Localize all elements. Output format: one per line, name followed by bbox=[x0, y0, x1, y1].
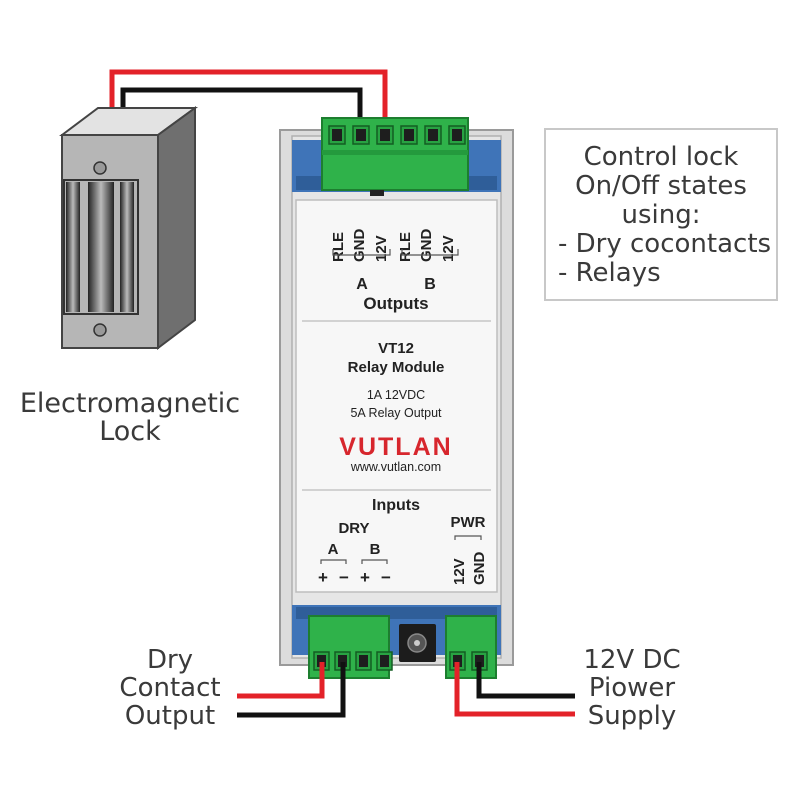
dry-red-wire bbox=[237, 662, 325, 699]
power-terminal-screws bbox=[449, 651, 488, 671]
note-line: Control lock bbox=[584, 142, 739, 172]
lock-core-mid bbox=[88, 182, 114, 312]
terminal-screw-hole bbox=[338, 655, 347, 667]
lock-red-wire bbox=[109, 69, 388, 140]
power-wires bbox=[454, 662, 575, 717]
terminal-ridge bbox=[322, 150, 468, 155]
output-terminal-tab bbox=[370, 190, 384, 196]
terminal-screw-hole bbox=[380, 129, 390, 141]
bracket-output-b bbox=[401, 249, 459, 256]
output-group-a: A bbox=[356, 276, 368, 293]
model-name: Relay Module bbox=[348, 359, 445, 376]
input-sign: + bbox=[318, 568, 328, 587]
lock-core-left bbox=[66, 182, 80, 312]
spec-line-2: 5A Relay Output bbox=[350, 406, 442, 420]
bracket-input-b bbox=[361, 559, 388, 564]
inputs-title: Inputs bbox=[372, 497, 420, 514]
power-label-line3: Supply bbox=[588, 701, 677, 731]
terminal-screw-hole bbox=[359, 655, 368, 667]
terminal-screw-hole bbox=[452, 129, 462, 141]
pwr-pin-12v: 12V bbox=[451, 558, 468, 585]
input-sign: − bbox=[381, 568, 391, 587]
terminal-screw-hole bbox=[475, 655, 484, 667]
power-red-wire bbox=[454, 662, 575, 717]
output-pin-label: GND bbox=[418, 229, 435, 263]
brand-url: www.vutlan.com bbox=[350, 460, 441, 474]
input-group-a: A bbox=[328, 541, 339, 558]
terminal-screw-hole bbox=[380, 655, 389, 667]
dry-label: DRY bbox=[338, 520, 369, 537]
output-pin-label: 12V bbox=[373, 235, 390, 262]
dc-jack-pin bbox=[414, 640, 420, 646]
lock-bottom-screw bbox=[93, 323, 107, 337]
output-pin-label: 12V bbox=[440, 235, 457, 262]
input-group-b: B bbox=[370, 541, 381, 558]
terminal-screw-hole bbox=[428, 129, 438, 141]
dry-label-line3: Output bbox=[125, 701, 215, 731]
dry-black-wire bbox=[237, 662, 346, 718]
output-terminal-screws bbox=[328, 125, 466, 145]
electromagnetic-lock bbox=[59, 106, 199, 351]
note-frame bbox=[544, 128, 778, 301]
model-number: VT12 bbox=[378, 340, 414, 357]
spec-line-1: 1A 12VDC bbox=[367, 388, 425, 402]
note-line: - Relays bbox=[558, 258, 661, 288]
power-label-line2: Piower bbox=[589, 673, 675, 703]
output-pin-label: RLE bbox=[330, 232, 347, 262]
output-pin-label: GND bbox=[351, 229, 368, 263]
terminal-screw-hole bbox=[356, 129, 366, 141]
label-panel bbox=[295, 199, 498, 593]
terminal-screw-hole bbox=[453, 655, 462, 667]
bracket-pwr bbox=[454, 535, 482, 540]
input-terminal-screws bbox=[313, 651, 393, 671]
power-black-wire bbox=[476, 662, 575, 699]
dry-contact-wires bbox=[237, 662, 346, 718]
lock-core-right bbox=[120, 182, 134, 312]
lock-side-face bbox=[157, 106, 196, 351]
pwr-pin-gnd: GND bbox=[471, 552, 488, 586]
note-line: On/Off states bbox=[575, 171, 747, 201]
terminal-screw-hole bbox=[404, 129, 414, 141]
note-box: Control lock On/Off states using: - Dry … bbox=[544, 128, 778, 301]
lock-top-screw bbox=[93, 161, 107, 175]
brand-logo: VUTLAN bbox=[339, 433, 452, 461]
lock-label-line1: Electromagnetic bbox=[20, 388, 240, 419]
bracket-input-a bbox=[320, 559, 347, 564]
input-sign: + bbox=[360, 568, 370, 587]
output-group-b: B bbox=[424, 276, 436, 293]
power-label-line1: 12V DC bbox=[583, 645, 680, 675]
dry-label-line2: Contact bbox=[119, 673, 220, 703]
note-line: - Dry cocontacts bbox=[558, 229, 771, 259]
terminal-screw-hole bbox=[332, 129, 342, 141]
lock-plate bbox=[63, 179, 139, 315]
lock-label-line2: Lock bbox=[99, 416, 161, 447]
pwr-label: PWR bbox=[451, 514, 486, 531]
input-sign: − bbox=[339, 568, 349, 587]
note-line: using: bbox=[622, 200, 701, 230]
output-pin-label: RLE bbox=[397, 232, 414, 262]
dry-label-line1: Dry bbox=[147, 645, 193, 675]
terminal-screw-hole bbox=[317, 655, 326, 667]
outputs-title: Outputs bbox=[363, 294, 428, 313]
bracket-output-a bbox=[332, 249, 391, 256]
